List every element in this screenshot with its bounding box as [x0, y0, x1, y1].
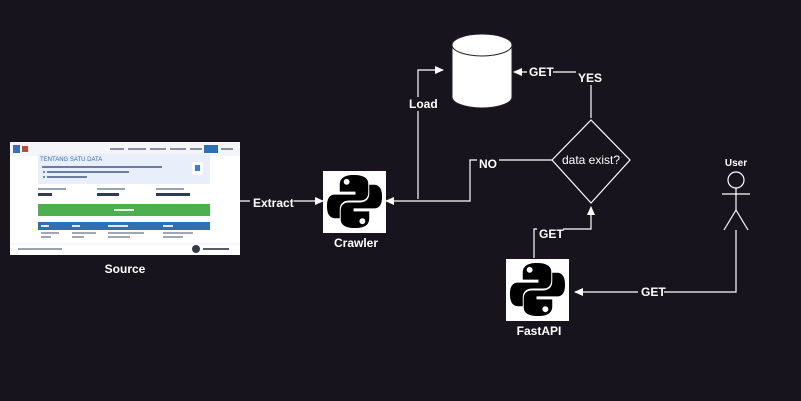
crawler-label: Crawler [334, 236, 378, 250]
database-icon [451, 33, 513, 109]
screenshot-heading: TENTANG SATU DATA [40, 157, 102, 163]
edge-no [385, 159, 552, 205]
edge-load [417, 66, 444, 199]
source-label: Source [105, 262, 146, 276]
label-yes: YES [578, 71, 602, 85]
label-get-decision: GET [539, 227, 564, 241]
label-load: Load [409, 97, 438, 111]
label-get-db: GET [529, 65, 554, 79]
decision-node: data exist? [551, 119, 631, 204]
crawler-python-icon [323, 171, 386, 233]
database-node [451, 33, 513, 109]
fastapi-python-icon [506, 259, 569, 321]
label-extract: Extract [253, 196, 294, 210]
edge-labels: Extract Load GET YES NO GET GET [250, 65, 666, 299]
label-no: NO [479, 157, 497, 171]
fastapi-node: FastAPI [506, 259, 569, 338]
label-get-user: GET [641, 285, 666, 299]
decision-label: data exist? [562, 153, 620, 167]
user-node: User [722, 158, 750, 231]
user-actor-icon [722, 171, 750, 231]
decision-diamond [551, 119, 631, 204]
edge-get-user [574, 230, 737, 296]
user-label: User [725, 158, 747, 169]
source-node: TENTANG SATU DATA [10, 142, 240, 276]
source-website-screenshot: TENTANG SATU DATA [10, 142, 240, 255]
fastapi-label: FastAPI [517, 324, 562, 338]
crawler-node: Crawler [323, 171, 386, 250]
